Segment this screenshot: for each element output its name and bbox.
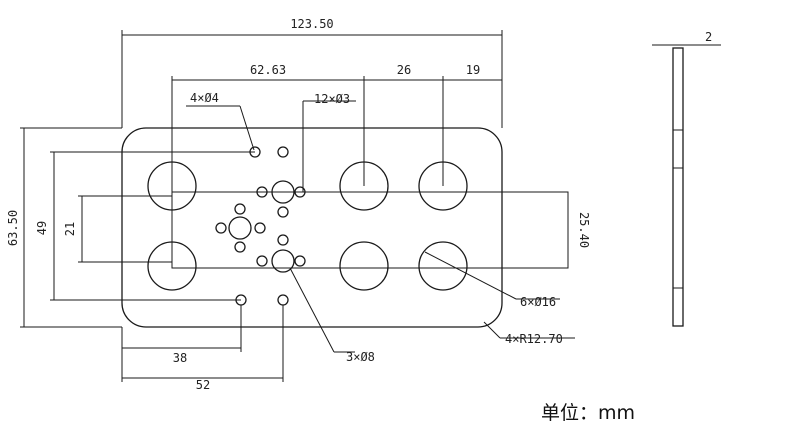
dim-spacing-b-label: 26 [397,63,411,77]
medium-hole [271,249,295,273]
dim-overall-width-label: 63.50 [6,210,20,246]
dim-spacing-a-label: 62.63 [250,63,286,77]
small-hole [277,234,289,246]
small-hole [294,255,306,267]
dim-pitch-49: 49 [35,151,255,301]
dim-offset-52: 52 [122,305,284,392]
dim-overall-length-label: 123.50 [290,17,333,31]
dim-thickness-label: 2 [705,30,712,44]
small-holes [215,146,306,306]
medium-hole [228,216,252,240]
side-view: 2 [652,30,721,327]
large-hole [147,241,197,291]
callout-holes-3: 3×Ø8 [289,267,375,364]
inner-rectangle [171,191,569,269]
small-hole [256,255,268,267]
large-holes [147,161,468,291]
small-hole [277,294,289,306]
callout-large-holes: 6×Ø16 [424,251,560,309]
small-hole [215,222,227,234]
dim-offset-38-label: 38 [173,351,187,365]
plate-outline [121,127,503,328]
small-hole [234,241,246,253]
medium-hole [271,180,295,204]
large-hole [339,241,389,291]
small-hole [277,206,289,218]
callout-small-holes: 4×Ø4 [186,91,255,151]
dim-pitch-49-label: 49 [35,221,49,235]
medium-holes [228,180,295,273]
large-hole [418,241,468,291]
small-hole [234,203,246,215]
dim-pitch-21: 21 [63,195,172,263]
dim-top-row: 62.63 26 19 [171,63,502,192]
small-hole [294,186,306,198]
callout-corner-radius-label: 4×R12.70 [505,332,563,346]
callout-holes-12-label: 12×Ø3 [314,92,350,106]
dim-pitch-25-40: 25.40 [567,192,591,268]
dim-overall-length: 123.50 [121,17,503,128]
dim-pitch-21-label: 21 [63,222,77,236]
callout-holes-12: 12×Ø3 [302,92,356,192]
dim-overall-width: 63.50 [6,127,122,328]
small-hole [256,186,268,198]
dim-offset-52-label: 52 [196,378,210,392]
dim-pitch-25-40-label: 25.40 [577,212,591,248]
small-hole [277,146,289,158]
unit-label: 单位：mm [541,402,635,424]
callout-holes-3-label: 3×Ø8 [346,350,375,364]
dim-edge-offset-label: 19 [466,63,480,77]
dim-offset-38: 38 [121,305,242,382]
callout-large-holes-label: 6×Ø16 [520,295,556,309]
small-hole [254,222,266,234]
callout-corner-radius: 4×R12.70 [483,321,575,346]
callout-small-holes-label: 4×Ø4 [190,91,219,105]
